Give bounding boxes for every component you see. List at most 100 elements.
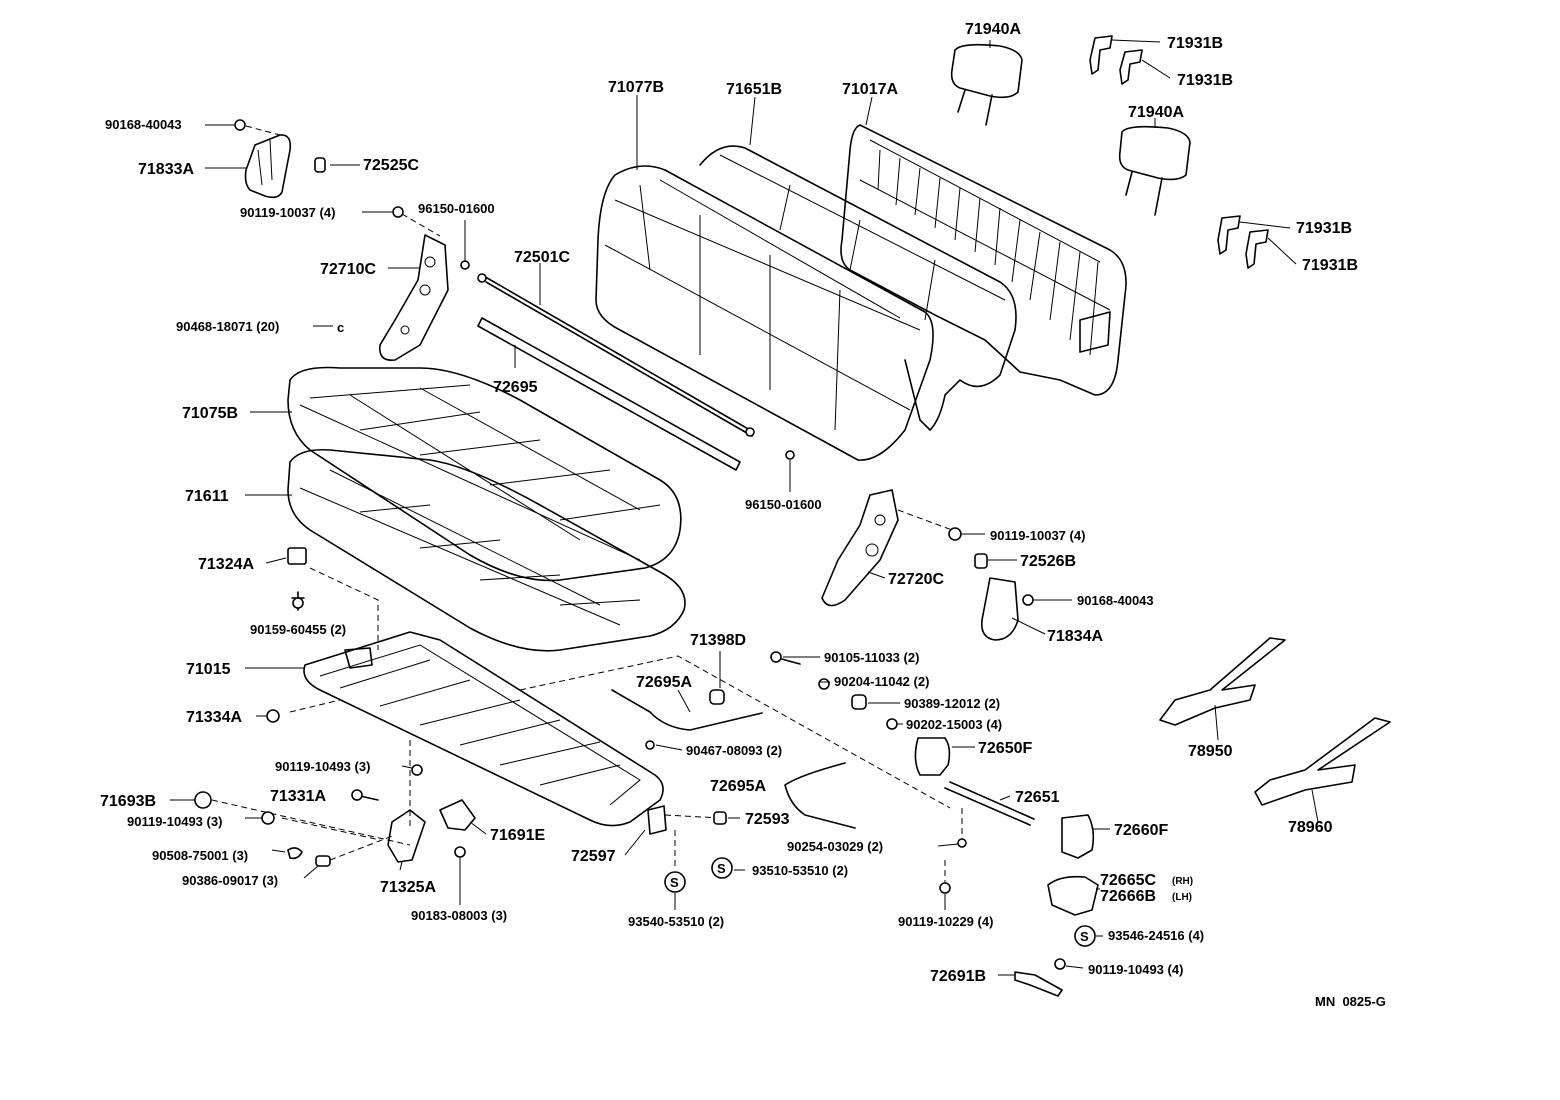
clip-71398D [709, 689, 725, 705]
cap-71693B [194, 791, 212, 809]
leader-dash [664, 814, 721, 819]
label-72666B: 72666B [1100, 888, 1156, 905]
bracket-72691B [1014, 971, 1063, 997]
bolt-71331A [359, 795, 379, 801]
leader-dash [897, 509, 953, 531]
diagram-code: MN 0825-G [1315, 994, 1386, 1009]
label-71398D: 71398D [690, 632, 746, 649]
snap-ring-symbol: S [670, 875, 679, 890]
seatback-frame-71017A [840, 124, 1127, 396]
label-93510: 93510-53510 (2) [752, 863, 848, 878]
label-71931B-3: 71931B [1296, 220, 1352, 237]
bolt-90119-10229 [939, 882, 951, 894]
headrest-71940A-top [950, 43, 1023, 126]
bolt-90119-10493-c [1054, 958, 1066, 970]
label-90468: 90468-18071 (20) [176, 319, 279, 334]
seatback-pad-71651B [699, 145, 1017, 431]
seat-belt-78960 [1254, 717, 1391, 806]
label-71017A: 71017A [842, 81, 898, 98]
label-71651B: 71651B [726, 81, 782, 98]
headrest-support-group-top [1089, 35, 1269, 269]
label-93540: 93540-53510 (2) [628, 914, 724, 929]
label-90204: 90204-11042 (2) [834, 674, 929, 689]
label-72720C: 72720C [888, 571, 944, 588]
leader-dash [211, 799, 411, 846]
label-71691E: 71691E [490, 827, 545, 844]
label-90119-10493-b: 90119-10493 (3) [127, 814, 222, 829]
label-72593: 72593 [745, 811, 790, 828]
clip-96150-mid [785, 450, 795, 460]
rod-72501C [477, 273, 755, 437]
bolt-90119-10037-top [392, 206, 404, 218]
bolt-90119-10037-right [948, 527, 962, 541]
label-90508: 90508-75001 (3) [152, 848, 248, 863]
hinge-cover-71833A [244, 134, 292, 199]
cable-72695A-upper [611, 689, 763, 731]
label-72695A-2: 72695A [710, 778, 766, 795]
seatback-cover-71077B [595, 165, 934, 461]
leader-dash [401, 213, 441, 237]
label-71931B-1: 71931B [1167, 35, 1223, 52]
seat-frame-71015 [303, 631, 664, 827]
bracket-71325A [387, 809, 426, 863]
label-78960: 78960 [1288, 819, 1333, 836]
leader-dash [329, 834, 396, 861]
label-72650F: 72650F [978, 740, 1032, 757]
label-72666B-side: (LH) [1172, 892, 1192, 903]
label-72597: 72597 [571, 848, 616, 865]
bracket-71324A [287, 547, 307, 565]
snap-ring-93510: S [711, 857, 733, 879]
label-78950: 78950 [1188, 743, 1233, 760]
label-72525C: 72525C [363, 157, 419, 174]
label-71940A-1: 71940A [965, 21, 1021, 38]
label-72665C-side: (RH) [1172, 876, 1193, 887]
label-72695: 72695 [493, 379, 538, 396]
bolt-90168-right [1022, 594, 1034, 606]
label-90467: 90467-08093 (2) [686, 743, 782, 758]
lock-72650F [914, 737, 951, 776]
clip-96150-top [460, 260, 470, 270]
bracket-72597 [647, 805, 667, 835]
cap-90386 [315, 855, 331, 867]
clip-72526B [974, 553, 988, 569]
label-71611: 71611 [185, 488, 229, 505]
leader-lines [170, 39, 1319, 976]
clip-72525C [314, 157, 326, 173]
label-90105: 90105-11033 (2) [824, 650, 919, 665]
bush-90389 [851, 694, 867, 710]
clip-72593 [713, 811, 727, 825]
label-96150-mid: 96150-01600 [745, 497, 822, 512]
label-72691B: 72691B [930, 968, 986, 985]
label-71931B-2: 71931B [1177, 72, 1233, 89]
label-71015: 71015 [186, 661, 231, 678]
label-71940A-2: 71940A [1128, 104, 1184, 121]
label-90119-10493-a: 90119-10493 (3) [275, 759, 370, 774]
label-71325A: 71325A [380, 879, 436, 896]
label-71833A: 71833A [138, 161, 194, 178]
label-71834A: 71834A [1047, 628, 1103, 645]
label-71931B-4: 71931B [1302, 257, 1358, 274]
clip-90468-glyph: c [337, 320, 344, 335]
label-71331A: 71331A [270, 788, 326, 805]
rod-72695 [477, 317, 741, 471]
label-72710C: 72710C [320, 261, 376, 278]
label-71324A: 71324A [198, 556, 254, 573]
label-90389: 90389-12012 (2) [904, 696, 1000, 711]
label-96150-top: 96150-01600 [418, 201, 495, 216]
label-72651: 72651 [1015, 789, 1060, 806]
snap-ring-93540: S [664, 871, 686, 893]
bolt-90168-top [234, 119, 246, 131]
striker-72660F [1061, 814, 1095, 859]
leader-dash [245, 125, 281, 136]
bolt-90159-head [292, 597, 304, 609]
label-90159: 90159-60455 (2) [250, 622, 346, 637]
cover-71691E [439, 799, 476, 831]
bolt-90105-head [770, 651, 782, 663]
label-71075B: 71075B [182, 405, 238, 422]
label-71693B: 71693B [100, 793, 156, 810]
lock-72665C-72666B [1047, 875, 1099, 916]
rod-72651-b [949, 781, 1035, 820]
label-93546: 93546-24516 (4) [1108, 928, 1204, 943]
leader-dash [519, 655, 951, 809]
